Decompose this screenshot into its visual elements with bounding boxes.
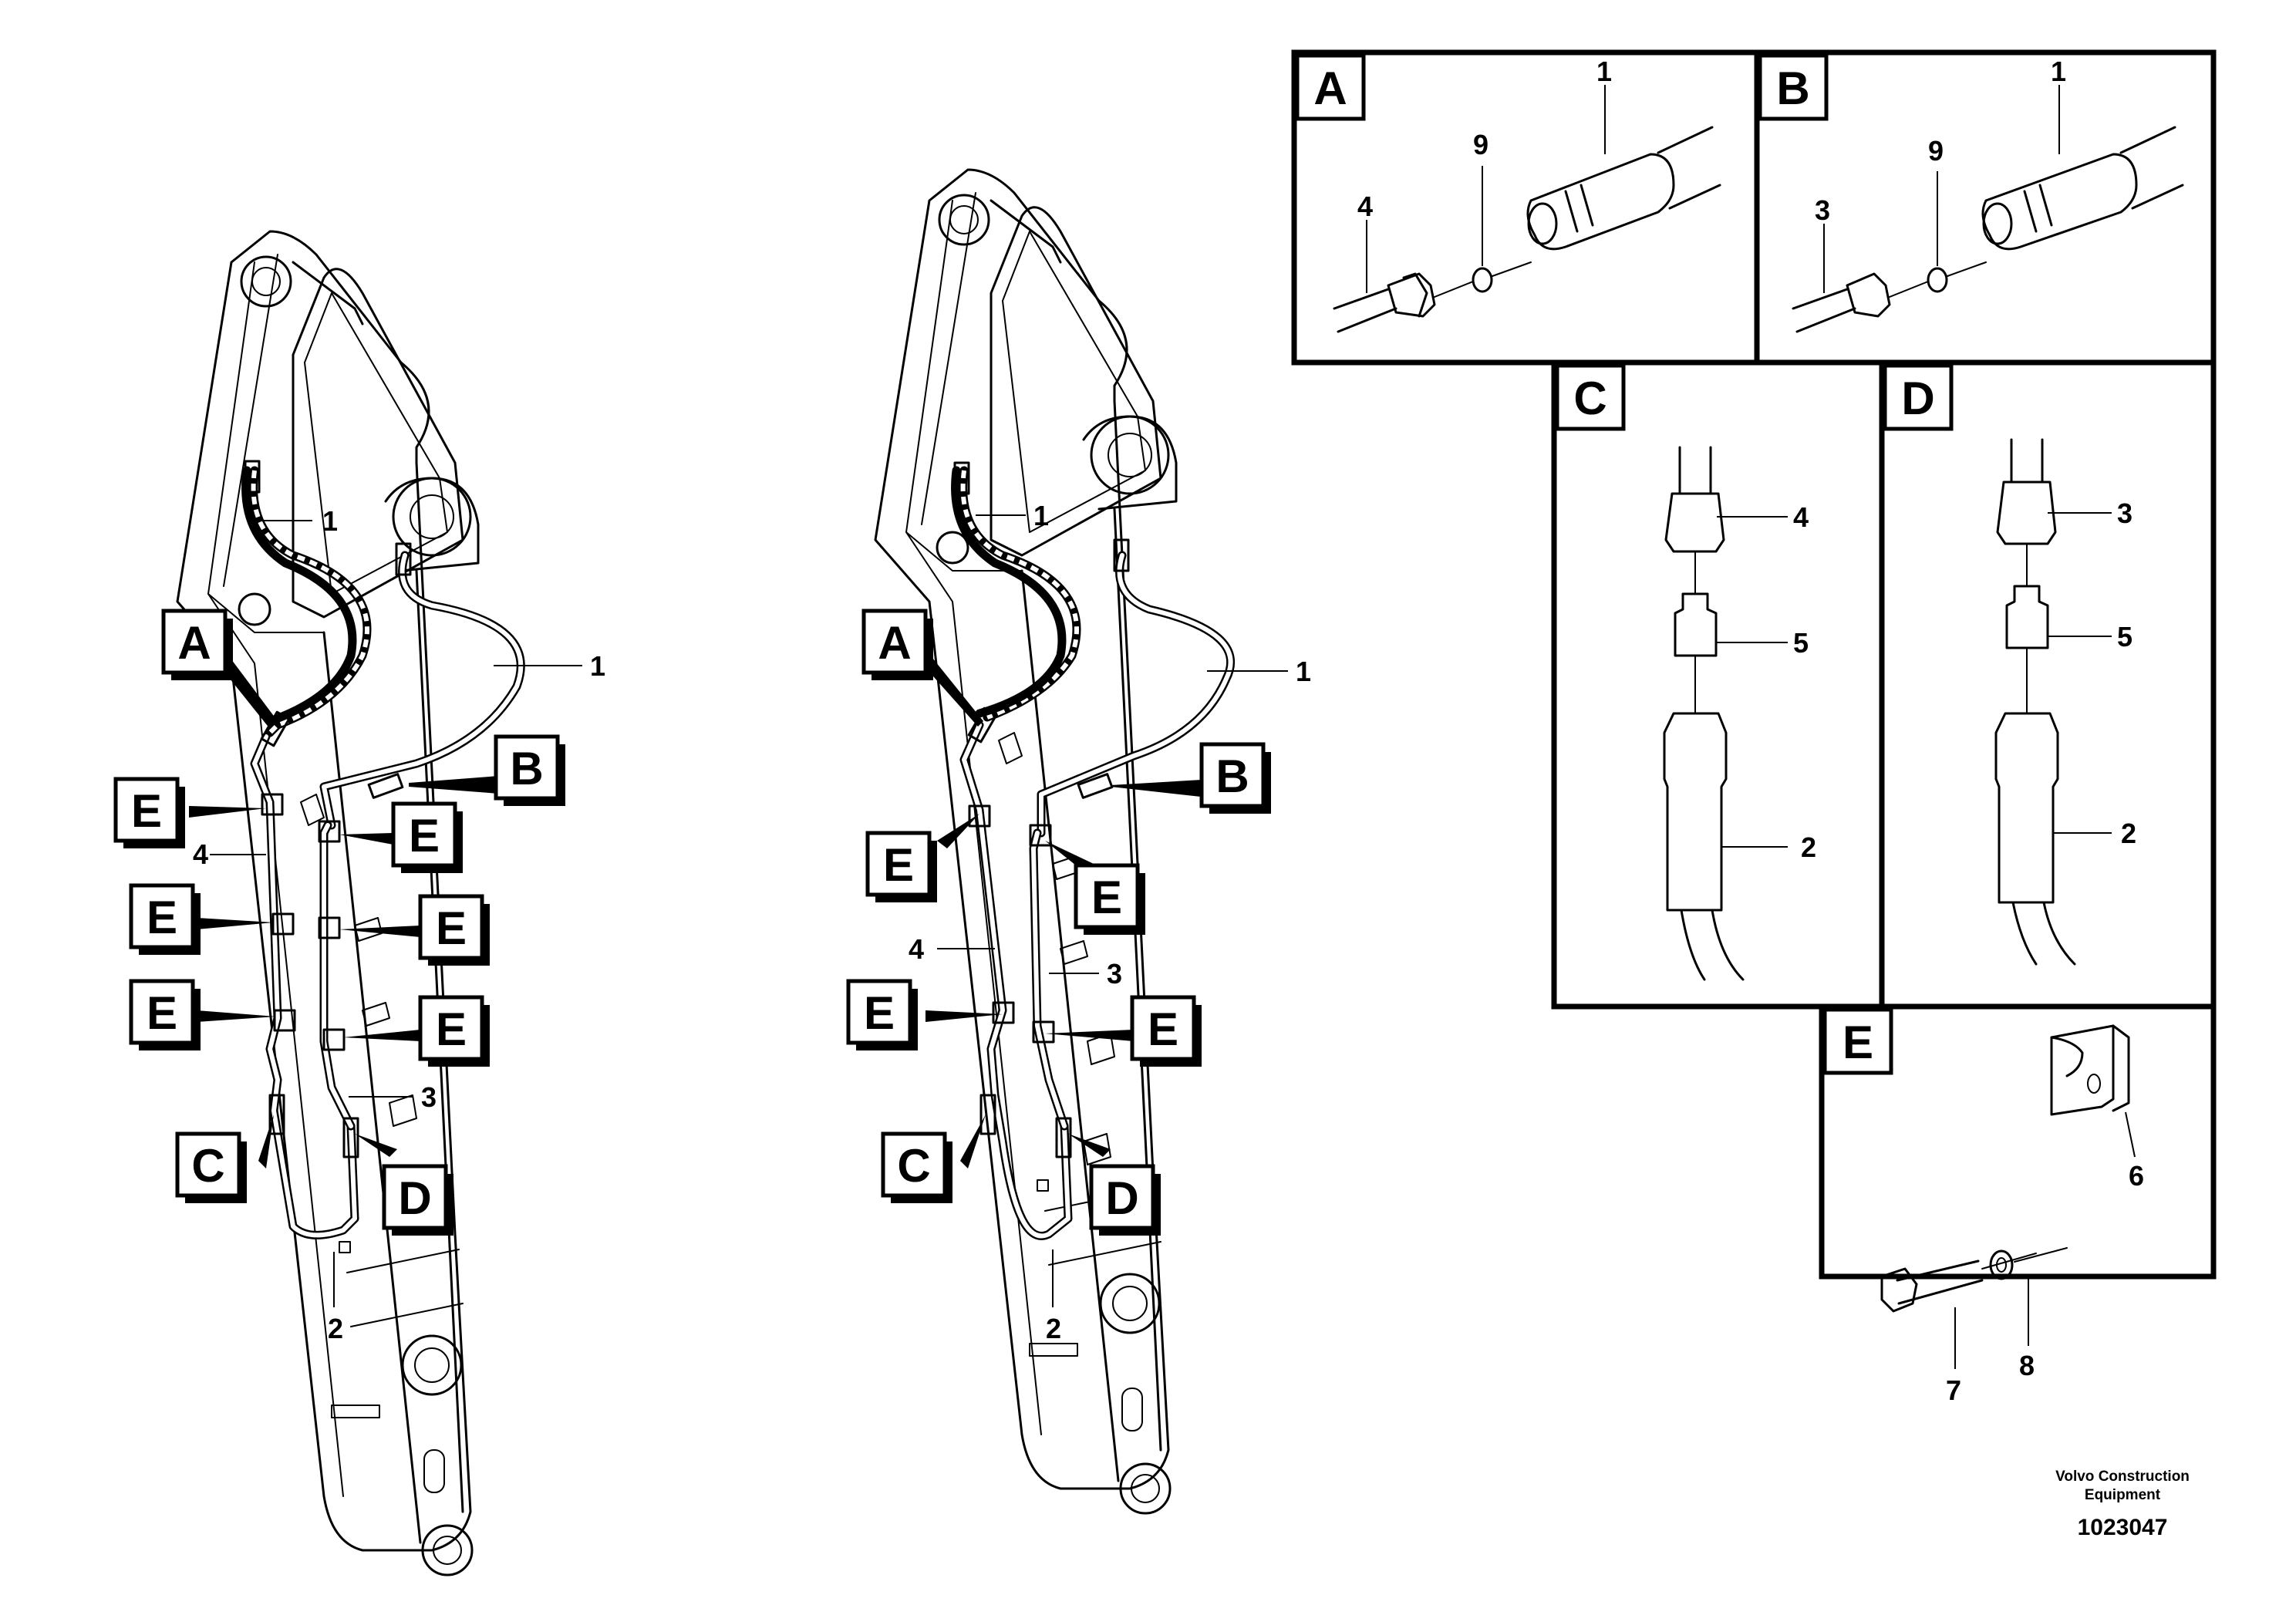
callout-b-left-label: B bbox=[510, 743, 543, 794]
callout-pointers bbox=[189, 654, 1215, 1168]
part-label-1: 1 bbox=[590, 650, 605, 682]
part-label-4: 4 bbox=[1357, 191, 1373, 222]
part-label-1: 1 bbox=[1033, 500, 1049, 531]
detail-frames bbox=[1291, 49, 2217, 1280]
part-label-9: 9 bbox=[1928, 135, 1944, 167]
callout-d-right[interactable]: D bbox=[1089, 1164, 1161, 1236]
detail-a-drawing bbox=[1333, 126, 1721, 333]
detail-d-title-label: D bbox=[1901, 373, 1934, 424]
callout-e-right-3-label: E bbox=[864, 987, 895, 1039]
detail-c-title: C bbox=[1555, 363, 1626, 431]
part-label-1: 1 bbox=[1596, 56, 1612, 87]
part-label-7: 7 bbox=[1946, 1374, 1961, 1406]
callout-a-left[interactable]: A bbox=[161, 609, 233, 680]
callout-e-left-3[interactable]: E bbox=[129, 883, 201, 955]
callout-e-left-3-label: E bbox=[147, 892, 177, 943]
detail-c-drawing bbox=[1663, 446, 1745, 981]
callout-d-left[interactable]: D bbox=[382, 1164, 453, 1236]
detail-d-drawing bbox=[1994, 438, 2076, 966]
detail-a-title-label: A bbox=[1313, 62, 1347, 114]
part-number-labels: 1 1 4 3 2 1 1 4 3 2 1 9 4 1 9 3 4 5 2 3 … bbox=[193, 56, 2144, 1406]
callout-e-left-2[interactable]: E bbox=[391, 801, 463, 873]
part-label-2: 2 bbox=[2121, 818, 2136, 849]
callout-d-right-label: D bbox=[1105, 1172, 1138, 1224]
callout-e-left-5[interactable]: E bbox=[129, 979, 201, 1050]
boom-right bbox=[874, 168, 1236, 1515]
part-label-2: 2 bbox=[1801, 831, 1816, 863]
part-label-4: 4 bbox=[1793, 501, 1809, 533]
callout-e-left-6-label: E bbox=[436, 1003, 467, 1055]
callout-b-right-label: B bbox=[1215, 750, 1249, 802]
part-label-1: 1 bbox=[322, 505, 338, 537]
detail-b-title: B bbox=[1758, 53, 1829, 121]
part-label-3: 3 bbox=[2117, 497, 2132, 529]
part-label-3: 3 bbox=[421, 1081, 437, 1113]
footer: Volvo Construction Equipment 1023047 bbox=[2055, 1469, 2190, 1540]
detail-e-title: E bbox=[1822, 1007, 1893, 1075]
part-label-9: 9 bbox=[1473, 129, 1489, 160]
callout-e-right-2-label: E bbox=[1091, 872, 1122, 923]
callout-e-right-1[interactable]: E bbox=[865, 831, 937, 902]
part-label-4: 4 bbox=[909, 933, 924, 965]
callout-c-right-label: C bbox=[897, 1140, 930, 1192]
callout-c-left[interactable]: C bbox=[175, 1131, 247, 1203]
callout-e-right-4-label: E bbox=[1148, 1003, 1178, 1055]
brand-line-2: Equipment bbox=[2085, 1487, 2161, 1503]
detail-d-title: D bbox=[1883, 363, 1954, 431]
part-label-5: 5 bbox=[1793, 627, 1809, 659]
part-label-5: 5 bbox=[2117, 621, 2132, 653]
document-number: 1023047 bbox=[2078, 1515, 2168, 1540]
part-label-4: 4 bbox=[193, 838, 208, 870]
callout-e-right-1-label: E bbox=[883, 839, 914, 891]
part-label-6: 6 bbox=[2129, 1160, 2144, 1192]
callout-c-left-label: C bbox=[191, 1140, 224, 1192]
callout-e-left-2-label: E bbox=[409, 810, 440, 862]
part-label-1: 1 bbox=[2051, 56, 2066, 87]
detail-a-title: A bbox=[1295, 53, 1366, 121]
part-label-1: 1 bbox=[1296, 656, 1311, 687]
detail-b-drawing bbox=[1792, 126, 2184, 333]
brand-line-1: Volvo Construction bbox=[2055, 1469, 2190, 1485]
callout-a-right-label: A bbox=[878, 617, 911, 669]
leader-lines bbox=[210, 85, 2136, 1369]
callout-e-left-5-label: E bbox=[147, 987, 177, 1039]
part-label-8: 8 bbox=[2019, 1350, 2035, 1381]
callout-a-right[interactable]: A bbox=[861, 609, 933, 680]
part-label-3: 3 bbox=[1107, 958, 1122, 990]
callout-e-left-4[interactable]: E bbox=[418, 894, 490, 966]
detail-c-title-label: C bbox=[1573, 373, 1607, 424]
callout-e-left-1[interactable]: E bbox=[113, 777, 185, 848]
callout-e-left-1-label: E bbox=[131, 785, 162, 837]
callout-d-left-label: D bbox=[398, 1172, 431, 1224]
detail-e-title-label: E bbox=[1843, 1017, 1873, 1068]
callout-e-right-3[interactable]: E bbox=[846, 979, 918, 1050]
part-label-2: 2 bbox=[1046, 1313, 1061, 1344]
callout-e-left-6[interactable]: E bbox=[418, 995, 490, 1067]
callout-e-right-2[interactable]: E bbox=[1074, 863, 1145, 935]
detail-e-drawing bbox=[1880, 1024, 2130, 1313]
callout-b-left[interactable]: B bbox=[494, 734, 565, 806]
part-label-2: 2 bbox=[328, 1313, 343, 1344]
detail-b-title-label: B bbox=[1776, 62, 1809, 114]
callout-c-right[interactable]: C bbox=[881, 1131, 952, 1203]
callout-a-left-label: A bbox=[177, 617, 211, 669]
callout-e-left-4-label: E bbox=[436, 902, 467, 954]
boom-left bbox=[176, 230, 525, 1576]
part-label-3: 3 bbox=[1815, 194, 1830, 226]
callout-e-right-4[interactable]: E bbox=[1130, 995, 1202, 1067]
callout-b-right[interactable]: B bbox=[1199, 742, 1271, 814]
